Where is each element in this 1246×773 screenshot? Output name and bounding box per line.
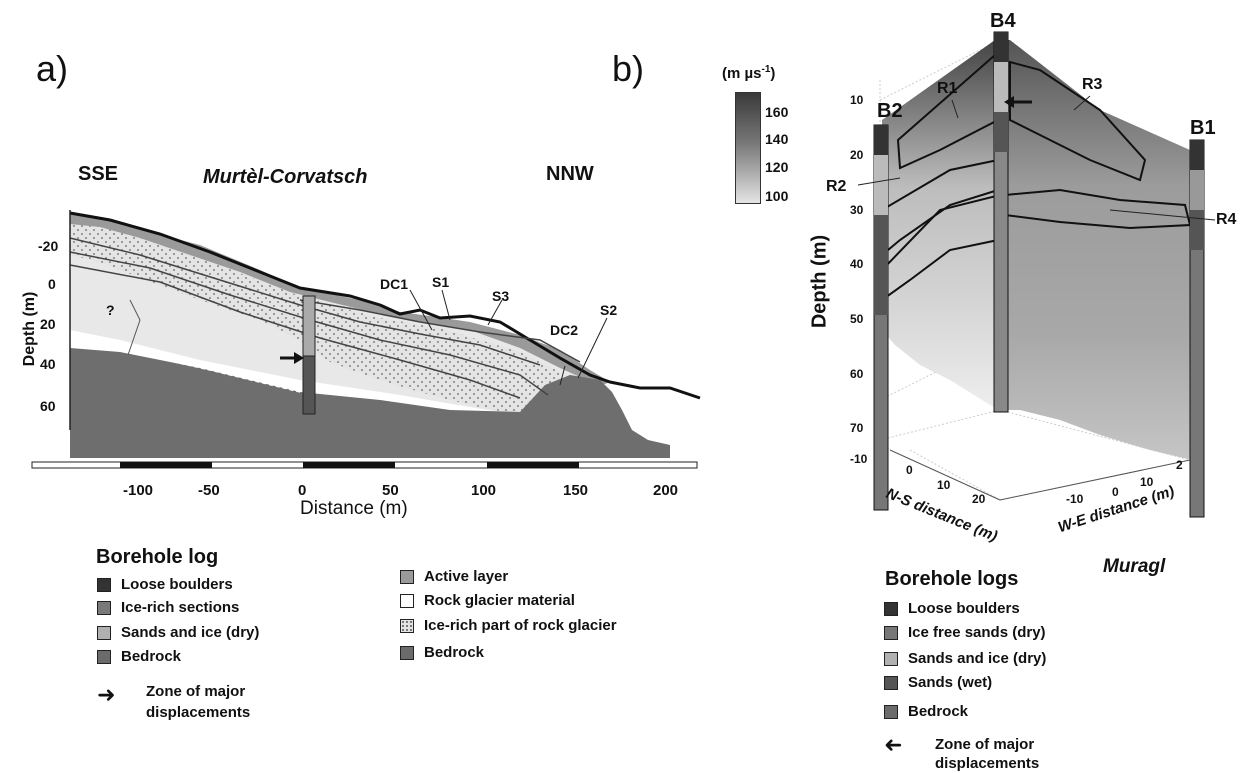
x-tick: 100 <box>471 482 497 499</box>
legend-item: Loose boulders <box>884 600 1020 617</box>
legend-item: Active layer <box>400 568 508 585</box>
y-tick: 60 <box>40 398 56 414</box>
legend-arrow-text: displacements <box>935 755 1040 772</box>
region-label-r4: R4 <box>1216 211 1237 228</box>
cross-section-plot <box>31 210 701 469</box>
legend-item: Bedrock <box>884 703 968 720</box>
depth-tick: 20 <box>850 148 864 162</box>
legend-title-borehole-logs: Borehole logs <box>885 568 1019 590</box>
ns-slice <box>882 40 1000 410</box>
legend-title-borehole-log: Borehole log <box>96 546 219 568</box>
legend-arrow-text: Zone of major <box>935 736 1035 753</box>
legend-item: Ice-rich sections <box>97 599 239 616</box>
x-tick: 150 <box>563 482 589 499</box>
x-tick: 200 <box>653 482 679 499</box>
x-tick: 50 <box>382 482 399 499</box>
borehole-label-b1: B1 <box>1190 117 1216 139</box>
colorbar-tick: 140 <box>765 131 789 147</box>
panel-a-label: a) <box>36 48 69 89</box>
y-tick: -20 <box>38 238 59 254</box>
legend-item: Sands and ice (dry) <box>97 624 259 641</box>
ns-tick: 20 <box>972 492 986 506</box>
panel-b-label: b) <box>612 48 645 89</box>
annotation-dc1: DC1 <box>380 276 409 292</box>
x-tick: -100 <box>123 482 154 499</box>
x-axis-label-a: Distance (m) <box>300 498 408 519</box>
3d-tomography-plot <box>857 31 1216 518</box>
y-axis-label-b: Depth (m) <box>808 234 831 329</box>
region-label-r3: R3 <box>1082 76 1103 93</box>
arrow-left-icon: ➜ <box>884 732 903 757</box>
legend-item: Ice free sands (dry) <box>884 624 1046 641</box>
colorbar-unit: (m µs-1) <box>722 64 776 82</box>
y-tick: 0 <box>48 276 56 292</box>
direction-nnw: NNW <box>546 163 594 185</box>
legend-item: Sands and ice (dry) <box>884 650 1046 667</box>
colorbar-tick: 100 <box>765 188 789 204</box>
legend-item: Loose boulders <box>97 576 233 593</box>
legend-arrow-text: Zone of major <box>146 683 246 700</box>
depth-tick: 10 <box>850 93 864 107</box>
site-title-muragl: Muragl <box>1103 556 1166 577</box>
y-axis-label-a: Depth (m) <box>21 291 38 367</box>
region-label-r2: R2 <box>826 178 847 195</box>
depth-tick: 50 <box>850 312 864 326</box>
active-layer-area <box>70 214 610 386</box>
borehole-label-b2: B2 <box>877 100 903 122</box>
depth-tick: 40 <box>850 257 864 271</box>
ns-tick: -10 <box>850 452 868 466</box>
we-tick: 0 <box>1112 485 1119 499</box>
direction-sse: SSE <box>78 163 119 185</box>
colorbar <box>735 92 761 204</box>
legend-item: Bedrock <box>97 648 181 665</box>
colorbar-tick: 160 <box>765 104 789 120</box>
legend-item: Bedrock <box>400 644 484 661</box>
y-tick: 40 <box>40 356 56 372</box>
legend-item: Ice-rich part of rock glacier <box>400 617 617 634</box>
ns-tick: 0 <box>906 463 913 477</box>
bedrock-area <box>70 348 670 458</box>
legend-item: Rock glacier material <box>400 592 575 609</box>
surface-line <box>69 211 701 400</box>
depth-tick: 60 <box>850 367 864 381</box>
region-label-r1: R1 <box>937 80 958 97</box>
displacement-arrow-b <box>1004 96 1032 108</box>
we-tick: -10 <box>1066 492 1084 506</box>
ns-tick: 10 <box>937 478 951 492</box>
depth-tick: 30 <box>850 203 864 217</box>
we-slice <box>1000 40 1192 460</box>
x-tick: -50 <box>198 482 220 499</box>
borehole-label-b4: B4 <box>990 10 1016 32</box>
we-tick: 10 <box>1140 475 1154 489</box>
x-tick: 0 <box>298 482 307 499</box>
we-tick: 2 <box>1176 458 1183 472</box>
annotation-s2: S2 <box>600 302 618 318</box>
depth-tick: 70 <box>850 421 864 435</box>
annotation-dc2: DC2 <box>550 322 579 338</box>
legend-item: Sands (wet) <box>884 674 992 691</box>
annotation-s3: S3 <box>492 288 510 304</box>
site-title-murtel: Murtèl-Corvatsch <box>203 166 368 188</box>
legend-arrow-text: displacements <box>146 704 251 721</box>
annotation-question: ? <box>106 302 115 318</box>
y-tick: 20 <box>40 316 56 332</box>
displacement-arrow-a <box>280 352 304 364</box>
annotation-s1: S1 <box>432 274 450 290</box>
arrow-right-icon: ➜ <box>97 682 116 707</box>
colorbar-tick: 120 <box>765 159 789 175</box>
